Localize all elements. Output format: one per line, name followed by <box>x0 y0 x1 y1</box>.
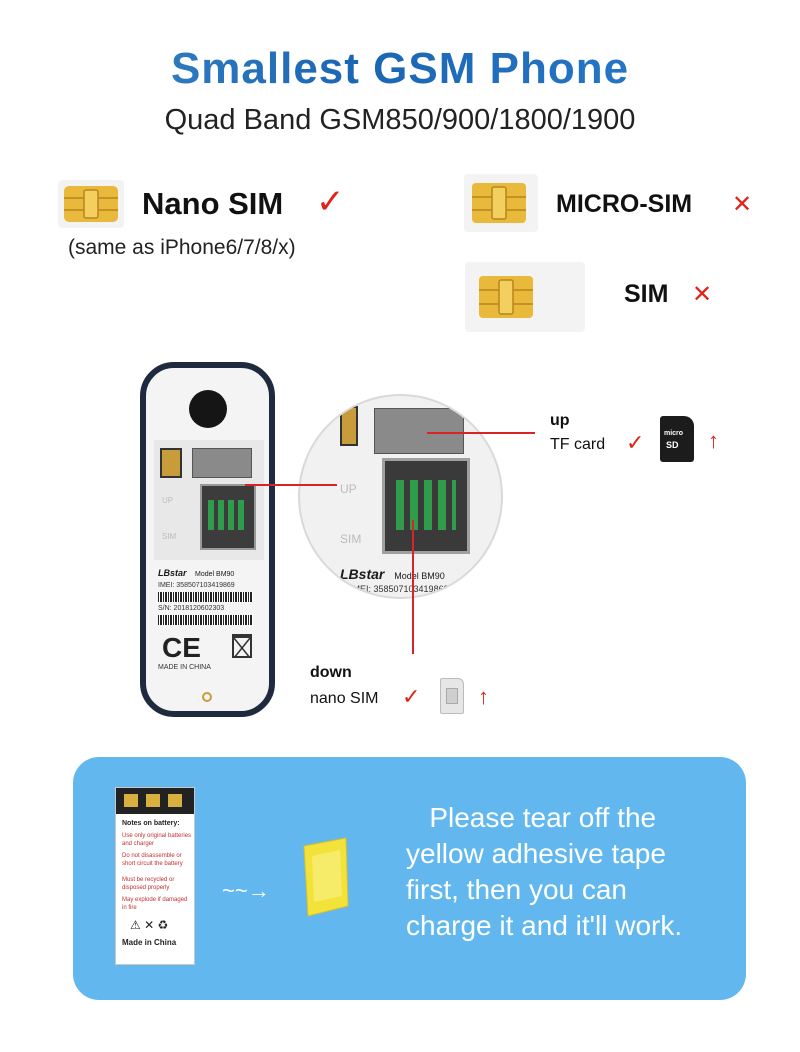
slot-down-label: nano SIM <box>310 690 379 707</box>
model-label: Model BM90 <box>195 571 235 578</box>
battery-note-2: Do not disassemble or short circuit the … <box>122 853 183 867</box>
battery-notes-heading: Notes on battery: <box>122 820 180 827</box>
imei-barcode <box>158 592 253 602</box>
nano-sim-chip-image <box>58 180 124 228</box>
instruction-line-3: first, then you can <box>406 874 628 905</box>
slot-down-arrow-icon: ↑ <box>478 684 489 709</box>
battery-made-in-china: Made in China <box>122 938 177 947</box>
brand-logo: LBstar Model BM90 <box>158 568 235 578</box>
speaker-icon <box>189 390 227 428</box>
serial-text: S/N: 2018120602303 <box>158 605 225 612</box>
sim-slot-board: UP SIM <box>154 440 264 560</box>
standard-sim-cross-icon: ✕ <box>692 281 713 308</box>
phone-back-image: UP SIM LBstar Model BM90 IMEI: 358507103… <box>140 362 275 717</box>
battery-note-1: Use only original batteries and charger <box>122 833 192 847</box>
nano-sim-check-icon: ✓ <box>316 183 345 221</box>
page-subtitle: Quad Band GSM850/900/1800/1900 <box>164 104 636 136</box>
battery-image: Notes on battery: Use only original batt… <box>115 787 195 965</box>
slot-up-check-icon: ✓ <box>626 430 645 455</box>
slot-up-label: TF card <box>550 436 606 453</box>
recycle-bin-icon <box>232 634 252 658</box>
imei-text: IMEI: 358507103419869 <box>158 582 235 589</box>
battery-warning-icons: ⚠ ✕ ♻ <box>130 918 169 932</box>
tf-card-icon: micro SD <box>660 416 694 462</box>
battery-note-3: Must be recycled or disposed properly <box>122 877 175 891</box>
slot-down-check-icon: ✓ <box>402 684 421 709</box>
instruction-text: Please tear off the yellow adhesive tape… <box>406 800 726 944</box>
nano-sim-note: (same as iPhone6/7/8/x) <box>68 236 296 259</box>
slot-zoom-view: UP SIM LBstar Model BM90 IMEI: 358507103… <box>298 394 503 599</box>
sim-chip-icon <box>472 183 526 223</box>
sim-chip-icon <box>479 276 533 318</box>
zoom-brand-logo: LBstar Model BM90 <box>340 566 445 582</box>
arrow-wave-icon: ~~→ <box>222 878 270 903</box>
nano-sim-card-icon <box>440 678 464 714</box>
battery-note-4: May explode if damaged in fire <box>122 897 188 911</box>
yellow-tape-icon <box>303 837 349 917</box>
instruction-line-2: yellow adhesive tape <box>406 838 666 869</box>
serial-barcode <box>158 615 253 625</box>
zoom-slot-up-label: UP <box>340 482 357 496</box>
slot-up-arrow-icon: ↑ <box>708 428 719 453</box>
ce-mark: CE <box>162 632 201 663</box>
slot-up-title: up <box>550 412 570 429</box>
charging-port-icon <box>202 692 212 702</box>
connector-line-down <box>412 520 414 654</box>
sim-chip-icon <box>64 186 118 222</box>
slot-up-label: UP <box>162 496 174 505</box>
made-in-china-text: MADE IN CHINA <box>158 664 211 671</box>
page-title: Smallest GSM Phone <box>0 44 800 94</box>
slot-down-title: down <box>310 664 352 681</box>
nano-sim-label: Nano SIM <box>142 186 284 221</box>
zoom-model-label: Model BM90 <box>394 571 445 581</box>
instruction-line-4: charge it and it'll work. <box>406 910 683 941</box>
connector-line-up <box>427 432 535 434</box>
zoom-slot-sim-label: SIM <box>340 532 362 546</box>
slot-sim-label: SIM <box>162 532 177 541</box>
micro-sim-cross-icon: ✕ <box>732 191 753 218</box>
micro-sim-label: MICRO-SIM <box>556 190 693 218</box>
micro-sim-chip-image <box>464 174 538 232</box>
zoom-imei-text: IMEI: 358507103419869 <box>350 584 449 594</box>
instruction-line-1: Please tear off the <box>406 802 657 833</box>
standard-sim-chip-image <box>465 262 585 332</box>
connector-line-phone-to-zoom <box>245 484 337 486</box>
standard-sim-label: SIM <box>624 280 669 308</box>
